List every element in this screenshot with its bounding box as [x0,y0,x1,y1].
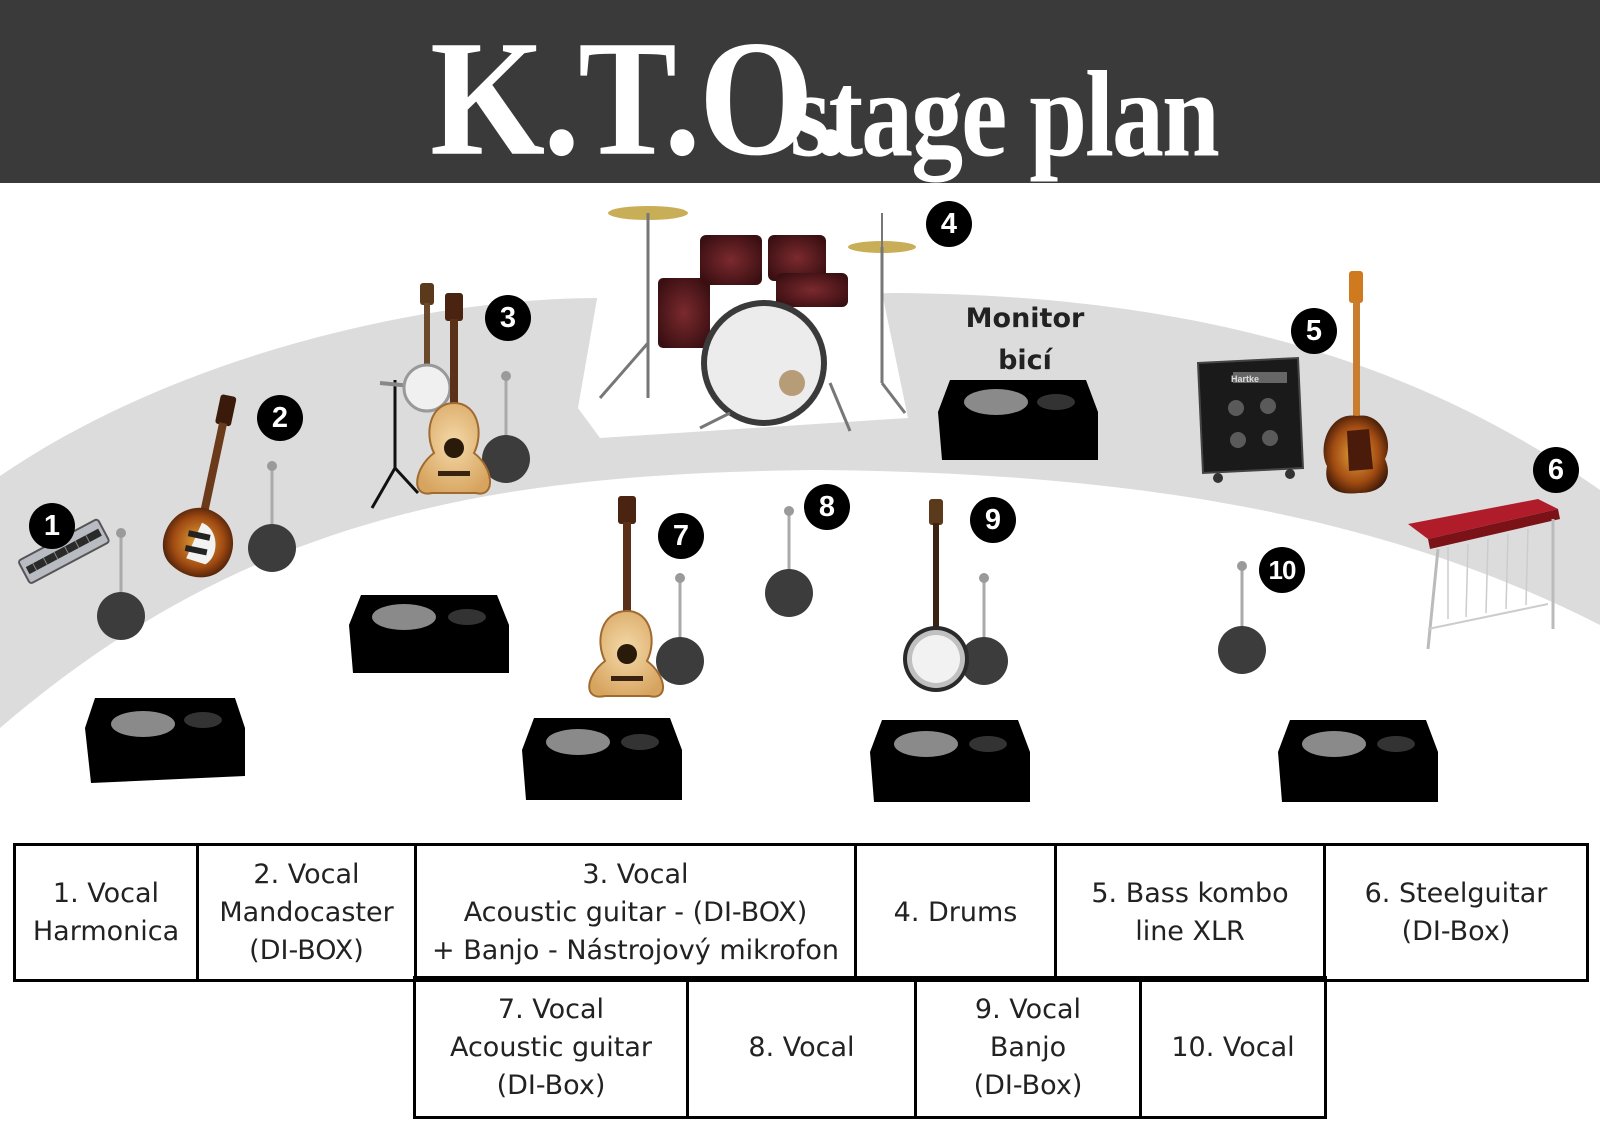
banjo-9 [903,499,969,692]
monitor-label-line1: Monitor [965,303,1085,334]
channel-row-1: 1. Vocal Harmonica 2. Vocal Mandocaster … [13,843,1589,982]
badge-1: 1 [29,503,75,549]
drum-kit [598,206,916,432]
header-bar: K.T.O. stage plan [0,0,1600,183]
cabinet-logo-text: Hartke [1231,374,1259,384]
mic-stand-8 [765,506,813,617]
banjo-3 [402,283,452,413]
mic-stand-1 [97,528,145,640]
monitor-wedge-drums [938,380,1098,460]
channel-cell-9: 9. Vocal Banjo (DI-Box) [914,976,1142,1119]
monitor-wedge-1 [85,698,245,783]
mic-stand-7 [656,573,704,685]
channel-cell-5: 5. Bass kombo line XLR [1054,843,1326,982]
badge-9: 9 [970,497,1016,543]
title-band-name: K.T.O. [430,7,849,191]
channel-cell-10: 10. Vocal [1139,976,1327,1119]
bass-combo-amp [1196,356,1305,483]
channel-cell-1: 1. Vocal Harmonica [13,843,199,982]
mandocaster [162,394,237,578]
channel-cell-7: 7. Vocal Acoustic guitar (DI-Box) [413,976,689,1119]
acoustic-guitar-3 [416,293,491,495]
badge-10: 10 [1259,547,1305,593]
mic-stand-3 [482,371,530,483]
channel-cell-6: 6. Steelguitar (DI-Box) [1323,843,1589,982]
channel-table: 1. Vocal Harmonica 2. Vocal Mandocaster … [13,843,1589,982]
stage-diagram: Hartke 1 2 3 4 5 6 7 8 9 10 Monitor bi [0,183,1600,843]
badge-8: 8 [804,484,850,530]
monitor-wedge-9 [870,720,1030,802]
badge-7: 7 [658,513,704,559]
channel-cell-3: 3. Vocal Acoustic guitar - (DI-BOX) + Ba… [414,843,857,982]
title-stage-plan: stage plan [790,46,1220,183]
monitor-label-line2: bicí [998,345,1052,376]
badge-6: 6 [1533,447,1579,493]
badge-2: 2 [257,395,303,441]
badge-4: 4 [926,201,972,247]
channel-table-row2: 7. Vocal Acoustic guitar (DI-Box) 8. Voc… [413,976,1327,1119]
monitor-wedge-2 [349,595,509,673]
mic-stand-2 [248,461,296,572]
monitor-wedge-7 [522,718,682,800]
channel-cell-2: 2. Vocal Mandocaster (DI-BOX) [196,843,417,982]
mic-stand-10 [1218,561,1266,674]
monitor-wedge-10 [1278,720,1438,802]
stage-drawing: Hartke [0,206,1600,802]
acoustic-guitar-7 [588,496,664,698]
mic-stand-9 [960,573,1008,685]
bass-guitar [1323,271,1389,494]
badge-5: 5 [1291,308,1337,354]
steel-guitar [1408,499,1560,650]
channel-cell-8: 8. Vocal [686,976,917,1119]
channel-cell-4: 4. Drums [854,843,1057,982]
channel-row-2: 7. Vocal Acoustic guitar (DI-Box) 8. Voc… [413,976,1327,1119]
badge-3: 3 [485,295,531,341]
